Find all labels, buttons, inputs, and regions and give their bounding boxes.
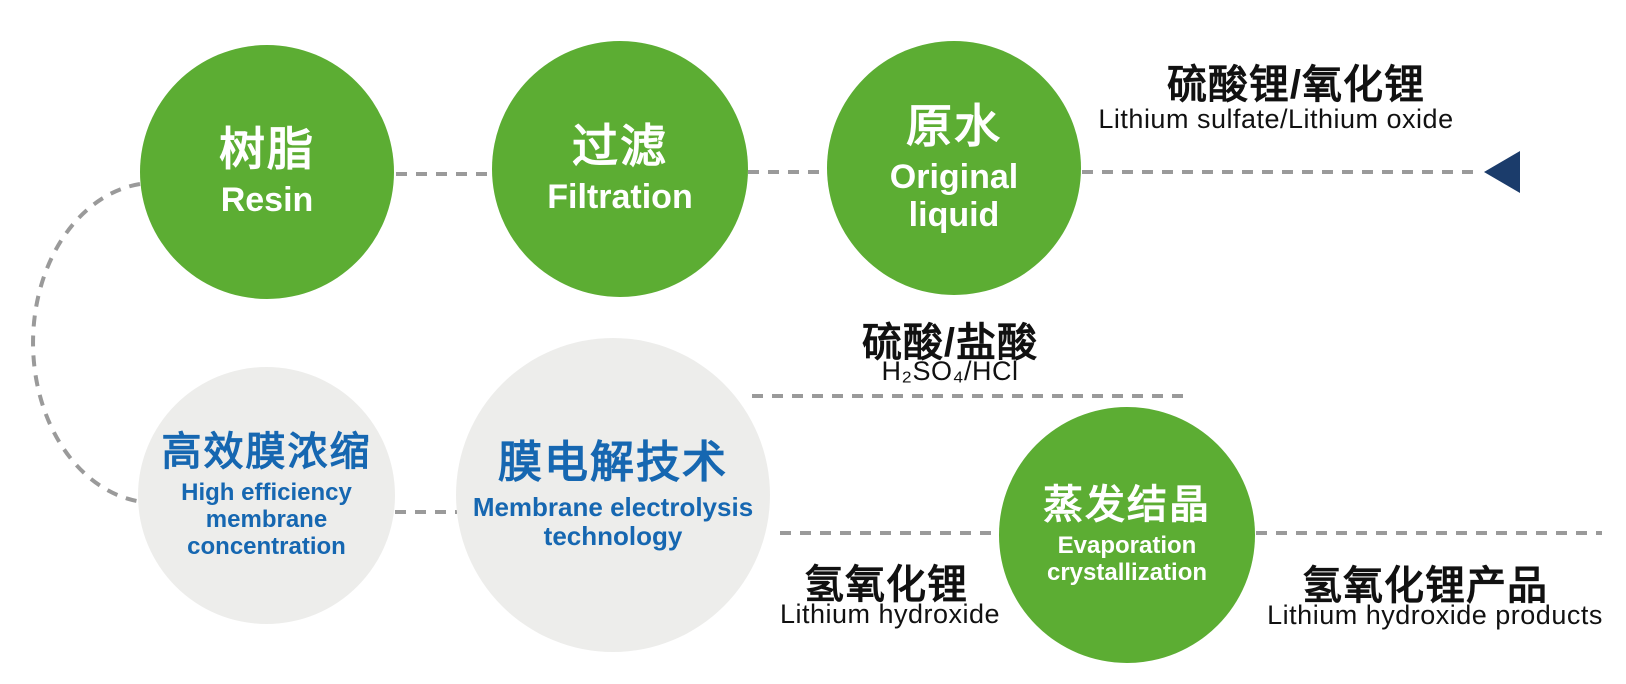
node-resin-label-zh: 树脂 [219,123,315,176]
label-lithium-hydroxide-en: Lithium hydroxide [779,599,1001,629]
label-lithium-hydroxide-zh: 氢氧化锂 [804,563,968,607]
label-product-en: Lithium hydroxide products [1267,600,1603,630]
node-membrane-electrolysis-label-en: Membrane electrolysis technology [472,491,754,551]
node-membrane-concentration-label-zh: 高效膜浓缩 [161,429,372,474]
node-filtration: 过滤 Filtration [492,41,748,297]
node-evaporation-crystallization: 蒸发结晶 Evaporation crystallization [999,407,1255,663]
flow-arrow-left-icon [1484,151,1520,193]
node-membrane-electrolysis: 膜电解技术 Membrane electrolysis technology [456,338,770,652]
connector-recycle-arc [31,182,144,504]
node-evaporation-crystallization-label-en: Evaporation crystallization [1046,531,1208,586]
node-original-liquid-label-zh: 原水 [906,100,1002,153]
label-lithium-sulfate-en: Lithium sulfate/Lithium oxide [1098,104,1454,134]
label-acid-zh: 硫酸/盐酸 [861,321,1039,365]
node-resin: 树脂 Resin [140,45,394,299]
node-evaporation-crystallization-label-zh: 蒸发结晶 [1043,482,1211,527]
node-membrane-electrolysis-label-zh: 膜电解技术 [498,438,728,488]
node-resin-label-en: Resin [220,180,314,219]
node-membrane-concentration-label-en: High efficiency membrane concentration [181,478,352,560]
node-filtration-label-zh: 过滤 [572,120,668,173]
node-filtration-label-en: Filtration [547,177,693,216]
node-original-liquid: 原水 Original liquid [827,41,1081,295]
label-lithium-sulfate-zh: 硫酸锂/氧化锂 [1166,63,1426,107]
node-original-liquid-label-en: Original liquid [889,157,1019,234]
label-product-zh: 氢氧化锂产品 [1302,564,1548,608]
node-membrane-concentration: 高效膜浓缩 High efficiency membrane concentra… [138,367,395,624]
label-acid-formula: H₂SO₄/HCl [881,356,1019,386]
